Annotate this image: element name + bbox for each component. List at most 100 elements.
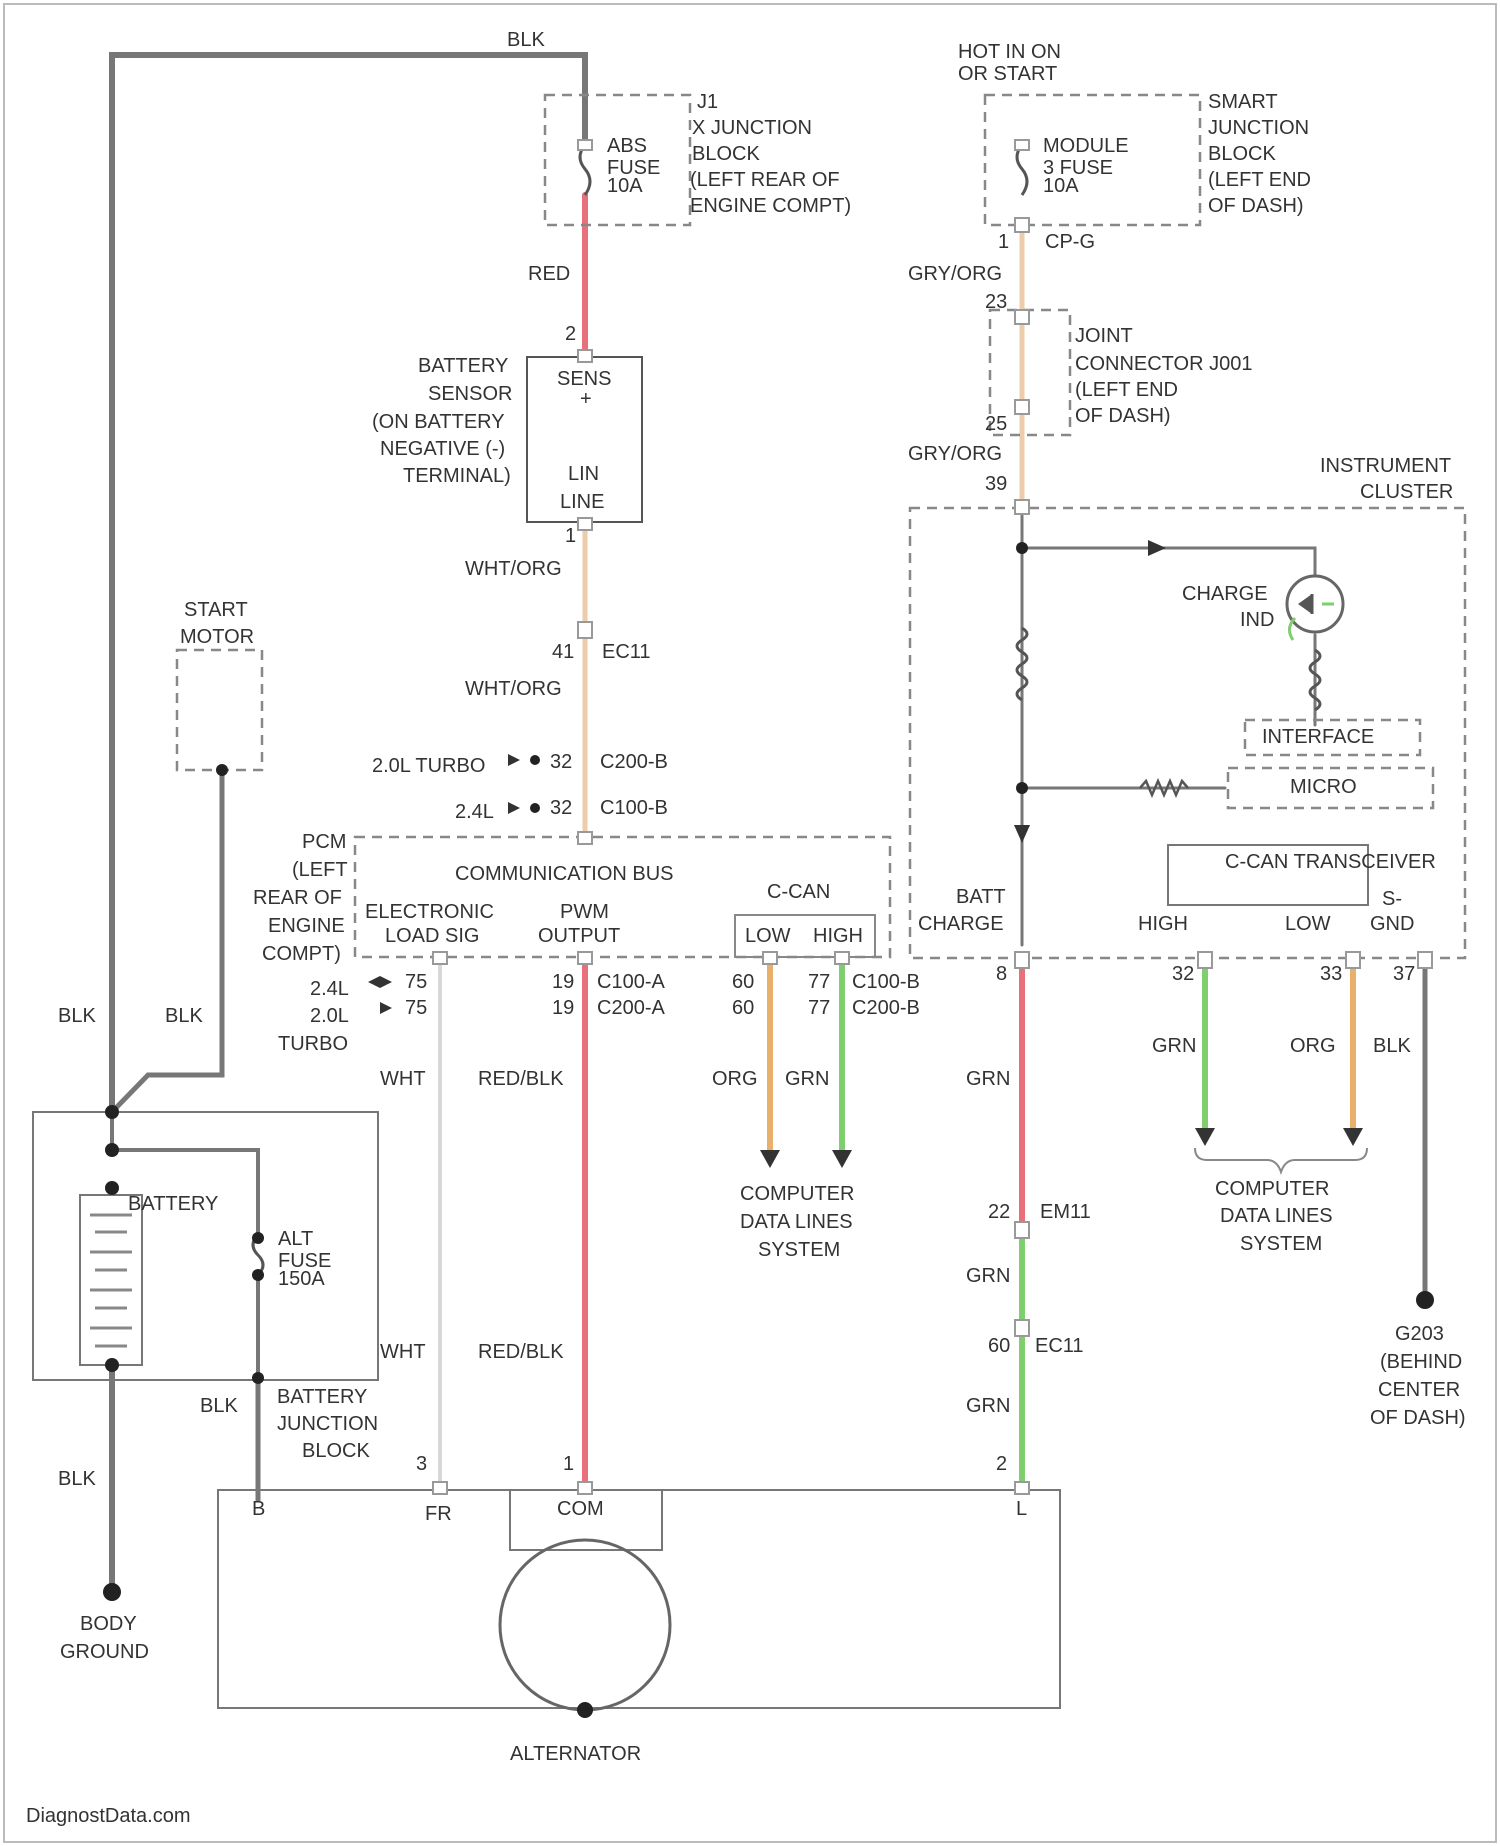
label-grn-inst: GRN (1152, 1035, 1196, 1057)
label-joint-2: CONNECTOR J001 (1075, 353, 1252, 375)
label-cdl-left-3: SYSTEM (758, 1239, 840, 1261)
arrow-cluster-down (1014, 825, 1030, 843)
label-wht-org-2: WHT/ORG (465, 678, 562, 700)
label-start-motor-2: MOTOR (180, 626, 254, 648)
data-lines-brace (1195, 1148, 1367, 1172)
label-cdl-right-3: SYSTEM (1240, 1233, 1322, 1255)
label-sjb-2: JUNCTION (1208, 117, 1309, 139)
label-org-pcm: ORG (712, 1068, 758, 1090)
label-grn-3: GRN (966, 1395, 1010, 1417)
label-jb1-4: (LEFT REAR OF (690, 169, 840, 191)
label-wht-2: WHT (380, 1341, 426, 1363)
label-elec-load-2: LOAD SIG (385, 925, 479, 947)
label-inst-cluster-1: INSTRUMENT (1320, 455, 1451, 477)
label-sgnd-1: S- (1382, 888, 1402, 910)
label-cdl-left-1: COMPUTER (740, 1183, 854, 1205)
label-batt-sensor-3: (ON BATTERY (372, 411, 505, 433)
arrow-org-cluster (1343, 1128, 1363, 1146)
label-abs-fuse-3: 10A (607, 175, 643, 197)
label-ccan: C-CAN (767, 881, 830, 903)
label-pin-33: 33 (1320, 963, 1342, 985)
label-blk-bjb: BLK (200, 1395, 238, 1417)
label-pin-25: 25 (985, 413, 1007, 435)
label-interface: INTERFACE (1262, 726, 1374, 748)
label-grn-pcm: GRN (785, 1068, 829, 1090)
label-c100-b: C100-B (600, 797, 668, 819)
arrow-cluster-lamp (1148, 540, 1166, 556)
label-sens-1: SENS (557, 368, 611, 390)
label-l-term: L (1016, 1498, 1027, 1520)
wire-blk-battery-internal (112, 1112, 258, 1235)
label-blk-inst: BLK (1373, 1035, 1411, 1057)
label-elec-load-1: ELECTRONIC (365, 901, 494, 923)
abs-fuse-icon (580, 145, 590, 195)
label-c100-b2: C100-B (852, 971, 920, 993)
label-c200-b2: C200-B (852, 997, 920, 1019)
arrow-24l-75 (380, 976, 392, 988)
label-pin-75a: 75 (405, 971, 427, 993)
label-joint-1: JOINT (1075, 325, 1133, 347)
label-body-ground-2: GROUND (60, 1641, 149, 1663)
label-g203-3: CENTER (1378, 1379, 1460, 1401)
label-sgnd-2: GND (1370, 913, 1414, 935)
wire-blk-start-motor (112, 770, 222, 1112)
wire-cluster-to-lamp (1022, 548, 1315, 575)
label-grn-2: GRN (966, 1265, 1010, 1287)
label-wht-org-1: WHT/ORG (465, 558, 562, 580)
label-sens-2: + (580, 388, 592, 410)
label-hot-in-on-2: OR START (958, 63, 1057, 85)
arrow-grn-pcm (832, 1150, 852, 1168)
label-pin-1-alt: 1 (563, 1453, 574, 1475)
label-joint-4: OF DASH) (1075, 405, 1171, 427)
label-high-inst: HIGH (1138, 913, 1188, 935)
diagram-labels: BLK HOT IN ON OR START ABS FUSE 10A J1 X… (26, 29, 1466, 1827)
label-red-wire: RED (528, 263, 570, 285)
label-batt-charge-1: BATT (956, 886, 1006, 908)
alternator-case-ground-dot (577, 1702, 593, 1718)
label-low-pcm: LOW (745, 925, 791, 947)
label-pin-77a: 77 (808, 971, 830, 993)
label-pin-41: 41 (552, 641, 574, 663)
label-charge-ind-2: IND (1240, 609, 1274, 631)
label-pin-8: 8 (996, 963, 1007, 985)
label-pwm-1: PWM (560, 901, 609, 923)
label-batt-sensor-5: TERMINAL) (403, 465, 511, 487)
label-c200-b: C200-B (600, 751, 668, 773)
label-module-fuse-1: MODULE (1043, 135, 1129, 157)
label-cdl-right-1: COMPUTER (1215, 1178, 1329, 1200)
label-pin-23a: 23 (985, 291, 1007, 313)
label-charge-ind-1: CHARGE (1182, 583, 1268, 605)
label-jb1-2: X JUNCTION (692, 117, 812, 139)
label-em11: EM11 (1040, 1201, 1091, 1223)
label-blk-left-1: BLK (58, 1005, 96, 1027)
label-red-blk-1: RED/BLK (478, 1068, 564, 1090)
label-alt-fuse-1: ALT (278, 1228, 313, 1250)
module-fuse-icon (1017, 145, 1027, 195)
label-grn-charge-1: GRN (966, 1068, 1010, 1090)
label-pin-19a: 19 (552, 971, 574, 993)
label-pin-60a: 60 (732, 971, 754, 993)
label-pin-37: 37 (1393, 963, 1415, 985)
label-pcm-2: (LEFT (292, 859, 348, 881)
label-cp-g: CP-G (1045, 231, 1095, 253)
wire-blk-top (112, 55, 585, 1112)
label-g203-2: (BEHIND (1380, 1351, 1462, 1373)
cluster-coil-icon (1017, 628, 1027, 700)
label-pin-32a: 32 (550, 751, 572, 773)
label-pin-77b: 77 (808, 997, 830, 1019)
label-pin-39: 39 (985, 473, 1007, 495)
label-pcm-5: COMPT) (262, 943, 341, 965)
battery-cell-box (80, 1195, 142, 1365)
label-pin-60b: 60 (732, 997, 754, 1019)
label-pin-32c: 32 (1172, 963, 1194, 985)
label-sjb-3: BLOCK (1208, 143, 1276, 165)
alternator-box (218, 1490, 1060, 1708)
label-g203-4: OF DASH) (1370, 1407, 1466, 1429)
label-lin-1: LIN (568, 463, 599, 485)
arrow-turbo-32 (508, 754, 520, 766)
label-jb1-5: ENGINE COMPT) (690, 195, 851, 217)
label-cdl-right-2: DATA LINES (1220, 1205, 1333, 1227)
charge-indicator-lamp-icon (1287, 576, 1343, 640)
label-blk-left-2: BLK (165, 1005, 203, 1027)
